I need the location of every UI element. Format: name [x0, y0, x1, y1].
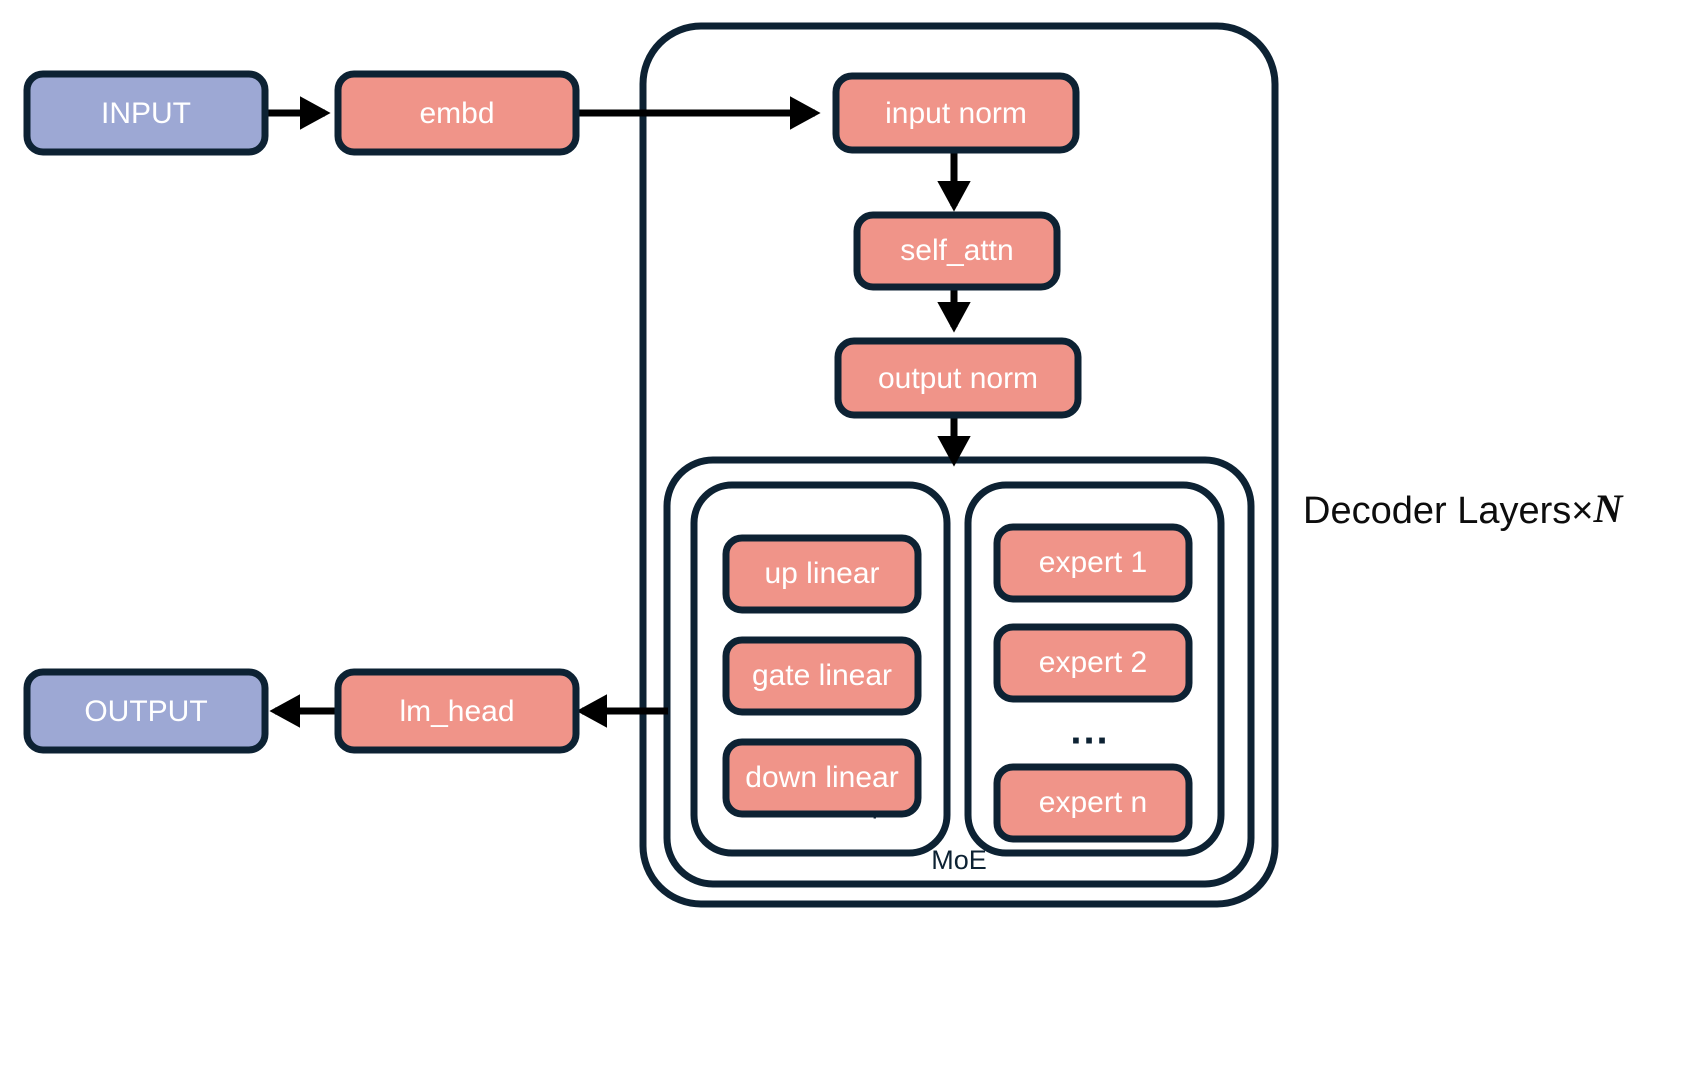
- node-expert-2-label: expert 2: [1039, 646, 1147, 679]
- node-expert-n[interactable]: expert n: [993, 763, 1193, 843]
- node-output[interactable]: OUTPUT: [23, 668, 269, 754]
- node-input-norm[interactable]: input norm: [832, 72, 1080, 154]
- node-gate-linear[interactable]: gate linear: [722, 636, 922, 716]
- node-embd[interactable]: embd: [334, 70, 580, 156]
- node-expert-1[interactable]: expert 1: [993, 523, 1193, 603]
- node-down-linear-label: down linear: [745, 761, 898, 794]
- node-embd-label: embd: [419, 97, 494, 130]
- shared-exp-container: [690, 481, 951, 857]
- node-output-label: OUTPUT: [84, 695, 207, 728]
- node-up-linear[interactable]: up linear: [722, 534, 922, 614]
- node-self-attn[interactable]: self_attn: [853, 211, 1061, 291]
- decoder-layers-caption-n: N: [1592, 486, 1624, 531]
- node-gate-linear-label: gate linear: [752, 659, 892, 692]
- node-expert-n-label: expert n: [1039, 786, 1147, 819]
- node-up-linear-label: up linear: [764, 557, 879, 590]
- exps-container: [964, 481, 1225, 857]
- expert-ellipsis-label: ...: [1070, 709, 1109, 753]
- decoder-layers-caption-text: Decoder Layers×: [1303, 490, 1593, 532]
- node-self-attn-label: self_attn: [900, 234, 1013, 267]
- node-input[interactable]: INPUT: [23, 70, 269, 156]
- node-expert-2[interactable]: expert 2: [993, 623, 1193, 703]
- decoder-layers-container: [639, 22, 1279, 908]
- node-lm-head-label: lm_head: [399, 695, 514, 728]
- node-expert-1-label: expert 1: [1039, 546, 1147, 579]
- node-output-norm-label: output norm: [878, 362, 1038, 395]
- node-output-norm[interactable]: output norm: [834, 337, 1082, 419]
- node-down-linear[interactable]: down linear: [722, 738, 922, 818]
- node-input-norm-label: input norm: [885, 97, 1027, 130]
- node-input-label: INPUT: [101, 97, 191, 130]
- decoder-layers-caption: Decoder Layers×N: [1303, 486, 1624, 532]
- moe-label: MoE: [931, 845, 987, 875]
- node-lm-head[interactable]: lm_head: [334, 668, 580, 754]
